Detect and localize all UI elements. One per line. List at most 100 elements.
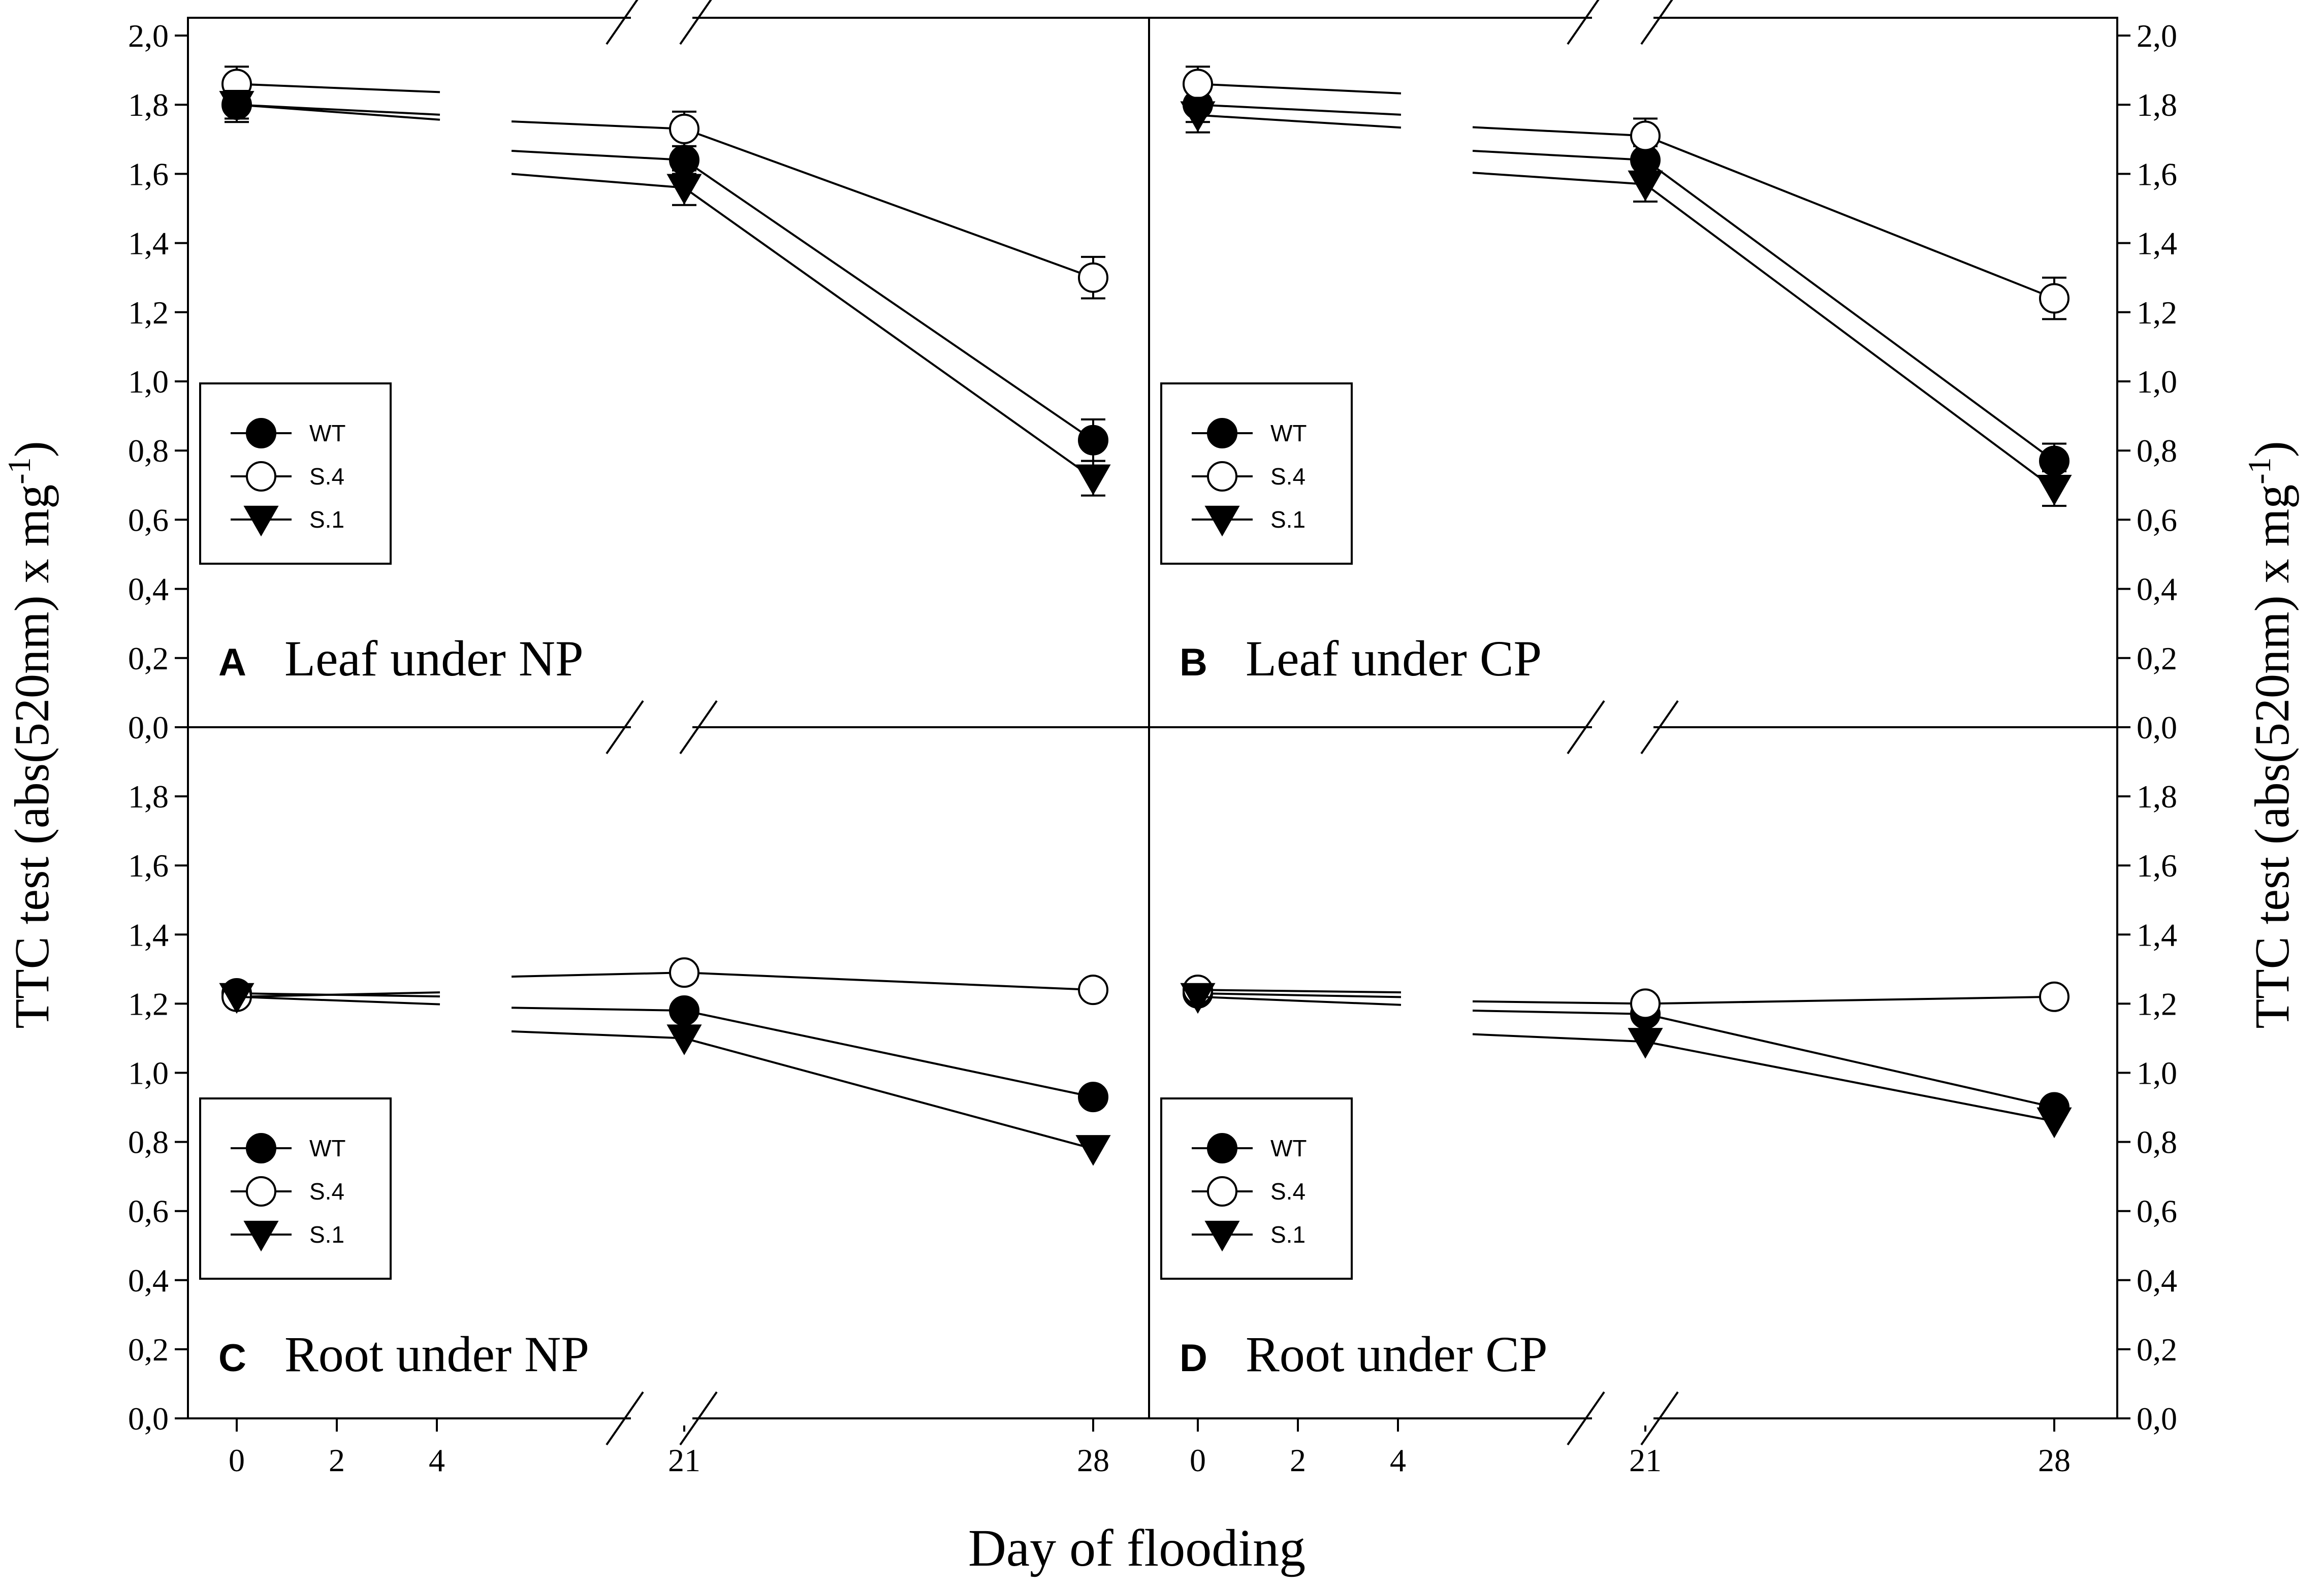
legend-label: S.4 — [309, 1178, 344, 1205]
y-tick-label-right: 0,8 — [2137, 1124, 2177, 1160]
data-point — [1630, 988, 1661, 1019]
y-tick-label-left: 1,8 — [128, 779, 169, 815]
axis-break-mark — [606, 1391, 644, 1446]
axis-break-gap — [631, 1411, 692, 1425]
y-tick-label-left: 1,8 — [128, 87, 169, 123]
data-point — [1075, 464, 1111, 496]
y-tick-label-right: 0,0 — [2137, 709, 2177, 746]
series-line-segment — [1197, 83, 1402, 94]
series-line-segment — [1645, 1013, 2055, 1109]
panel-letter: B — [1180, 641, 1207, 684]
series-line-segment — [1472, 150, 1646, 161]
series-line-segment — [511, 1007, 685, 1012]
legend-label: S.1 — [1270, 1221, 1306, 1248]
data-point — [1180, 983, 1216, 1014]
y-tick-label-right: 1,6 — [2137, 156, 2177, 192]
data-point — [1078, 1082, 1108, 1113]
y-tick-label-left: 1,6 — [128, 156, 169, 192]
series-s1 — [1180, 983, 2072, 1139]
series-line-segment — [1645, 995, 2055, 1005]
y-axis-title-left-close: ) — [5, 441, 59, 457]
series-s1 — [1180, 96, 2072, 507]
y-tick-label-left: 0,8 — [128, 1124, 169, 1160]
series-line-segment — [1472, 1033, 1646, 1043]
series-line-segment — [684, 971, 1094, 991]
legend-box — [199, 382, 392, 565]
legend-label: WT — [309, 1135, 346, 1161]
y-axis-title-left: TTC test (abs(520nm) x mg-1) — [1, 441, 59, 1028]
axis-break-mark — [679, 0, 712, 45]
y-tick-label-right: 0,2 — [2137, 640, 2177, 676]
axis-break-mark — [1567, 1391, 1605, 1446]
y-tick-label-left: 1,2 — [128, 295, 169, 331]
legend-label: S.1 — [1270, 506, 1306, 533]
series-line-segment — [511, 971, 685, 978]
legend-marker — [246, 461, 276, 492]
series-line-segment — [511, 120, 685, 130]
data-point — [2039, 283, 2070, 314]
x-tick-label: 0 — [229, 1442, 245, 1478]
y-tick-label-right: 0,6 — [2137, 1193, 2177, 1229]
axis-break-mark — [1640, 700, 1679, 755]
series-line-segment — [1197, 989, 1402, 994]
legend-marker — [1204, 505, 1240, 537]
panel-letter: A — [218, 641, 246, 684]
series-line-segment — [511, 150, 685, 161]
axis-break-gap — [1592, 11, 1653, 25]
data-point — [1078, 262, 1108, 293]
panel-title: Leaf under CP — [1246, 630, 1542, 687]
y-tick-label-right: 1,2 — [2137, 295, 2177, 331]
y-tick-label-left: 0,4 — [128, 1262, 169, 1299]
series-line-segment — [683, 187, 1094, 479]
y-tick-label-left: 0,4 — [128, 571, 169, 607]
series-line-segment — [511, 1030, 685, 1040]
x-tick-label: 2 — [329, 1442, 345, 1478]
y-tick-label-right: 1,4 — [2137, 917, 2177, 953]
data-point — [1628, 1028, 1663, 1059]
y-tick-label-left: 1,6 — [128, 848, 169, 884]
legend-label: S.1 — [309, 506, 344, 533]
y-tick-label-left: 1,0 — [128, 364, 169, 400]
legend-marker — [1207, 1176, 1237, 1207]
y-axis-title-right-main: TTC test (abs(520nm) x mg — [2245, 484, 2299, 1029]
series-line-segment — [511, 173, 685, 189]
series-line-segment — [1197, 114, 1402, 129]
data-point — [1183, 69, 1213, 100]
data-point — [2039, 981, 2070, 1012]
data-point — [1630, 120, 1661, 151]
legend-box — [1160, 1097, 1353, 1280]
series-line-segment — [236, 995, 440, 1006]
legend-marker — [1207, 1133, 1237, 1163]
legend-label: S.4 — [1270, 1178, 1306, 1205]
data-point — [669, 113, 699, 144]
x-tick-label: 21 — [668, 1442, 701, 1478]
x-tick-label: 21 — [1629, 1442, 1662, 1478]
axis-break-gap — [1592, 1411, 1653, 1425]
legend-marker — [246, 1133, 276, 1163]
series-line-segment — [1645, 135, 2055, 300]
series-s1 — [219, 89, 1111, 497]
data-point — [2036, 475, 2072, 506]
y-axis-title-left-main: TTC test (abs(520nm) x mg — [5, 484, 59, 1029]
series-line-segment — [236, 991, 440, 998]
panel-letter: D — [1180, 1337, 1207, 1380]
y-axis-title-right-close: ) — [2245, 441, 2299, 457]
x-tick-label: 4 — [1390, 1442, 1406, 1478]
data-point — [669, 995, 699, 1026]
axis-break-mark — [679, 1391, 718, 1446]
data-point — [1078, 425, 1108, 456]
series-line-segment — [1472, 172, 1646, 185]
legend-marker — [246, 418, 276, 448]
y-tick-label-right: 0,8 — [2137, 433, 2177, 469]
axis-break-gap — [631, 720, 692, 734]
legend-marker — [1207, 418, 1237, 448]
axis-break-mark — [606, 0, 639, 45]
data-point — [666, 1024, 702, 1055]
y-tick-label-left: 0,6 — [128, 1193, 169, 1229]
axis-break-gap — [631, 11, 692, 25]
